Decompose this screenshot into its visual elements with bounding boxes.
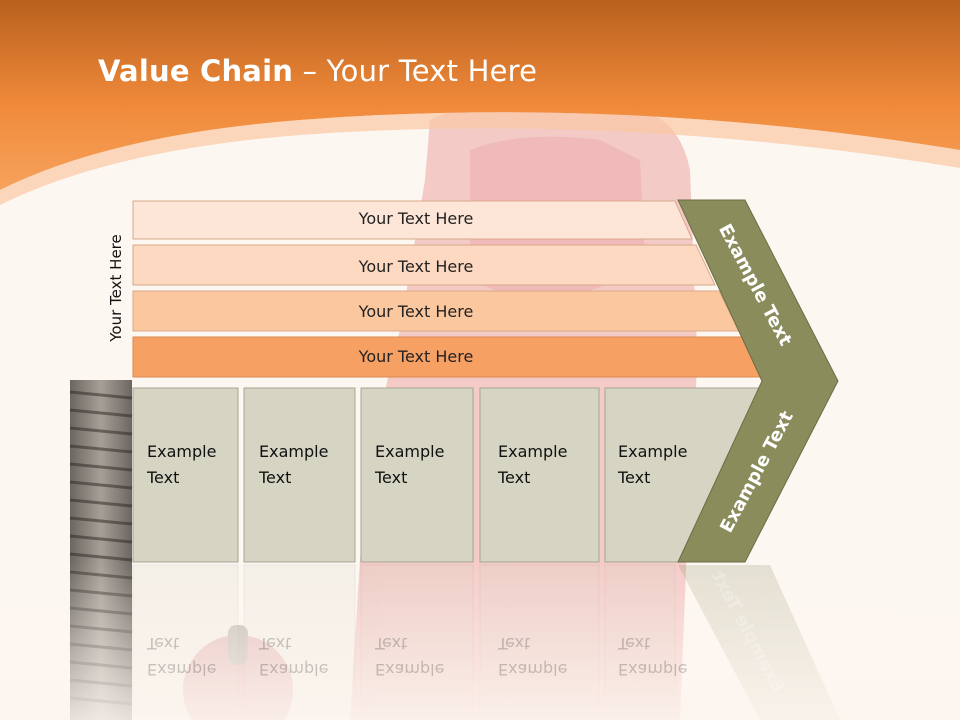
- box-shape-3: [360, 387, 474, 563]
- box-reflection-3: Example Text: [375, 630, 444, 682]
- slide-title: Value Chain – Your Text Here: [98, 54, 537, 88]
- box-reflection-1-line1: Example: [147, 660, 217, 679]
- row-label-2: Your Text Here: [358, 257, 474, 276]
- title-rest: – Your Text Here: [293, 54, 538, 88]
- box-reflection-2: Example Text: [259, 630, 328, 682]
- box-2-line1: Example: [259, 442, 329, 461]
- box-reflection-1-line2: Text: [147, 634, 180, 653]
- box-text-2: Example Text: [259, 439, 328, 491]
- row-arrow-2: [132, 244, 716, 286]
- box-reflection-2-line2: Text: [259, 634, 292, 653]
- box-text-4: Example Text: [498, 439, 567, 491]
- box-5-line2: Text: [618, 468, 651, 487]
- box-reflection-3-line1: Example: [375, 660, 445, 679]
- row-label-4: Your Text Here: [358, 347, 474, 366]
- box-3-line2: Text: [375, 468, 408, 487]
- box-reflection-2-line1: Example: [259, 660, 329, 679]
- box-shape-4: [479, 387, 600, 563]
- box-5-line1: Example: [618, 442, 688, 461]
- box-reflection-4-line2: Text: [498, 634, 531, 653]
- box-text-3: Example Text: [375, 439, 444, 491]
- box-text-1: Example Text: [147, 439, 216, 491]
- box-text-5: Example Text: [618, 439, 687, 491]
- row-arrow-1: [132, 200, 693, 240]
- box-reflection-5: Example Text: [618, 630, 687, 682]
- box-reflection-5-line1: Example: [618, 660, 688, 679]
- box-3-line1: Example: [375, 442, 445, 461]
- box-reflection-1: Example Text: [147, 630, 216, 682]
- box-2-line2: Text: [259, 468, 292, 487]
- box-shape-1: [132, 387, 239, 563]
- box-1-line1: Example: [147, 442, 217, 461]
- box-shape-2: [243, 387, 356, 563]
- box-1-line2: Text: [147, 468, 180, 487]
- row-label-1: Your Text Here: [358, 209, 474, 228]
- margin-chevron: [677, 199, 839, 563]
- box-reflection-3-line2: Text: [375, 634, 408, 653]
- box-4-line1: Example: [498, 442, 568, 461]
- side-label: Your Text Here: [107, 234, 125, 342]
- box-4-line2: Text: [498, 468, 531, 487]
- row-label-3: Your Text Here: [358, 302, 474, 321]
- box-reflection-5-line2: Text: [618, 634, 651, 653]
- title-bold: Value Chain: [98, 54, 294, 88]
- box-reflection-4: Example Text: [498, 630, 567, 682]
- box-reflection-4-line1: Example: [498, 660, 568, 679]
